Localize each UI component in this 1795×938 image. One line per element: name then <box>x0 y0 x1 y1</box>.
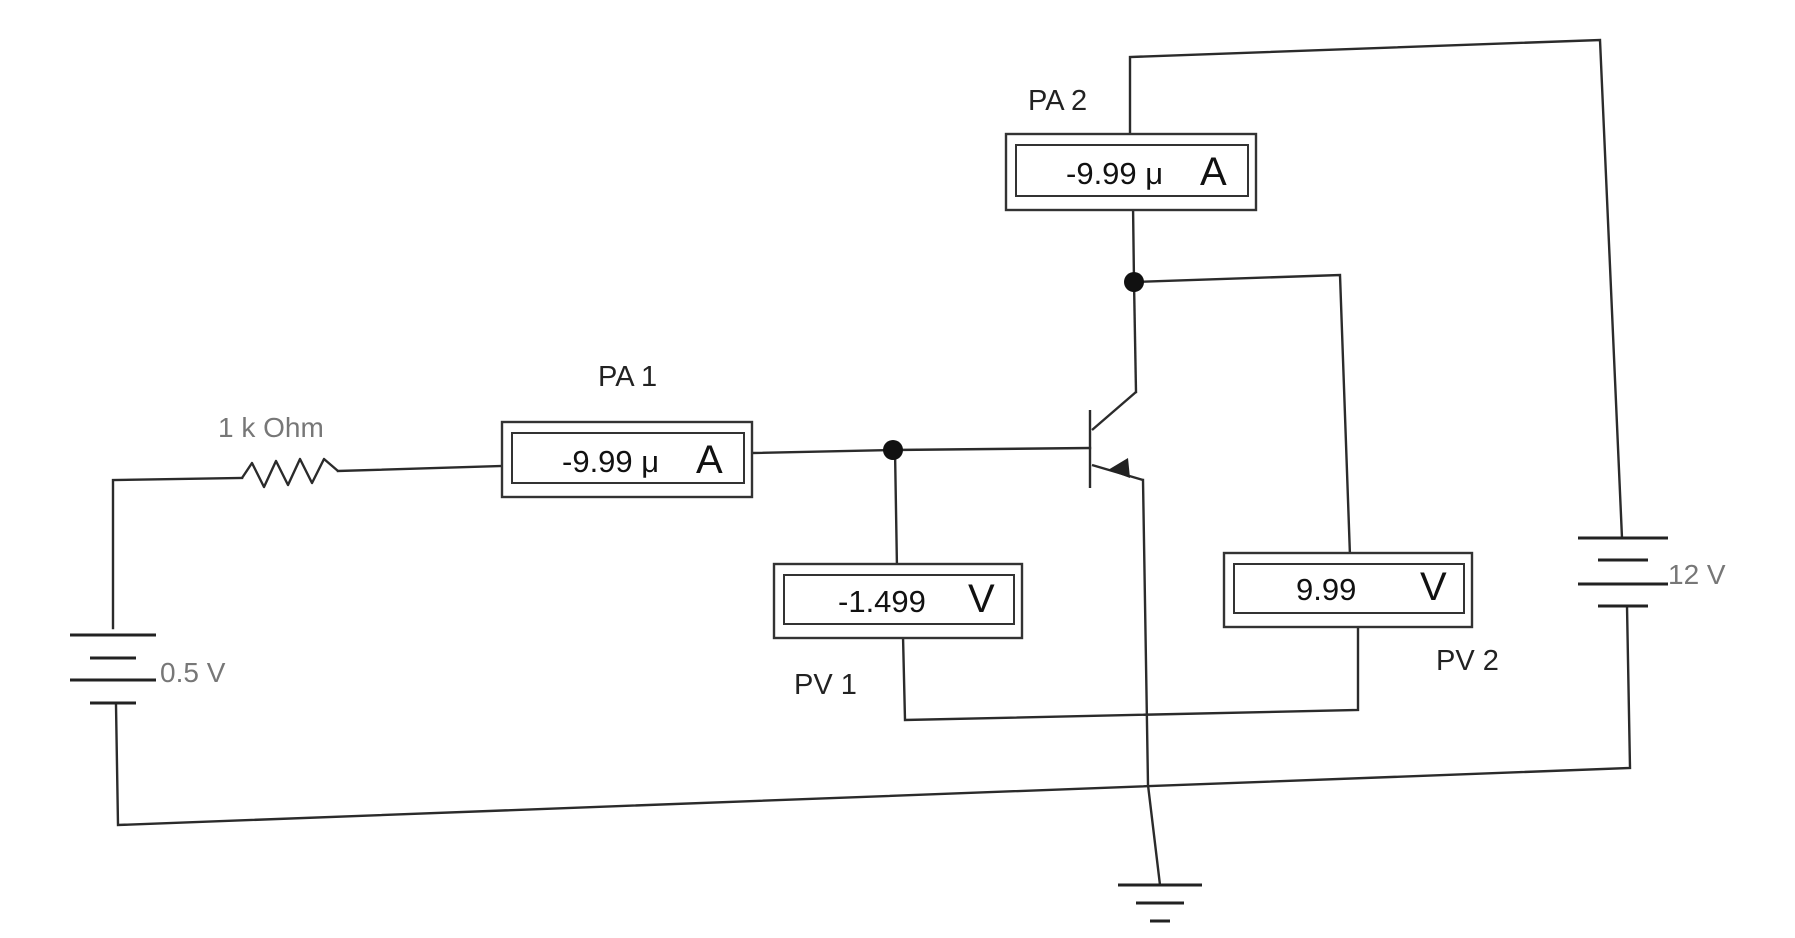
battery-12v <box>1578 536 1668 608</box>
voltmeter-pv2-unit: V <box>1420 565 1447 609</box>
battery-0-5v <box>70 633 156 705</box>
wires <box>111 38 1632 887</box>
resistor-symbol <box>241 457 339 489</box>
ammeter-pa1-name: PA 1 <box>598 361 657 393</box>
voltmeter-pv1-name: PV 1 <box>794 669 857 701</box>
ammeter-pa2-name: PA 2 <box>1028 85 1087 117</box>
wire-collector-lead <box>1132 280 1138 394</box>
wire-base-node-to-base <box>891 446 1092 452</box>
wire-collector-to-pv2 <box>1132 273 1352 558</box>
ammeter-pa1: -9.99 μ A <box>500 420 754 499</box>
ground-symbol <box>1118 883 1202 923</box>
wire-resistor-to-pa1 <box>336 464 504 473</box>
ammeter-pa2-reading: -9.99 μ <box>1066 156 1163 191</box>
wire-pa1-to-base-node <box>750 448 895 455</box>
ammeter-pa1-unit: A <box>696 438 723 482</box>
voltmeter-pv1-reading: -1.499 <box>838 584 926 619</box>
battery-supply-label: 12 V <box>1668 559 1726 590</box>
battery-input-label: 0.5 V <box>160 657 226 688</box>
wire-top <box>1128 38 1624 540</box>
wire-pv1-return <box>901 627 1360 722</box>
collector-junction-node <box>1124 272 1144 292</box>
wire-emitter-to-ground <box>1141 478 1162 887</box>
voltmeter-pv1: -1.499 V <box>772 562 1024 640</box>
wire-base-node-to-pv1 <box>893 448 899 571</box>
resistor-label: 1 k Ohm <box>218 412 324 443</box>
ammeter-pa1-reading: -9.99 μ <box>562 444 659 479</box>
wire-bottom-return <box>114 604 1632 827</box>
transistor-symbol <box>1088 391 1144 488</box>
wire-left-vertical <box>111 476 244 630</box>
voltmeter-pv2: 9.99 V <box>1222 551 1474 629</box>
ammeter-pa2-unit: A <box>1200 150 1227 194</box>
voltmeter-pv1-unit: V <box>968 577 995 621</box>
ammeter-pa2: -9.99 μ A <box>1004 132 1258 212</box>
voltmeter-pv2-reading: 9.99 <box>1296 572 1356 607</box>
wire-collector-to-pa2 <box>1131 202 1136 284</box>
base-junction-node <box>883 440 903 460</box>
voltmeter-pv2-name: PV 2 <box>1436 645 1499 677</box>
